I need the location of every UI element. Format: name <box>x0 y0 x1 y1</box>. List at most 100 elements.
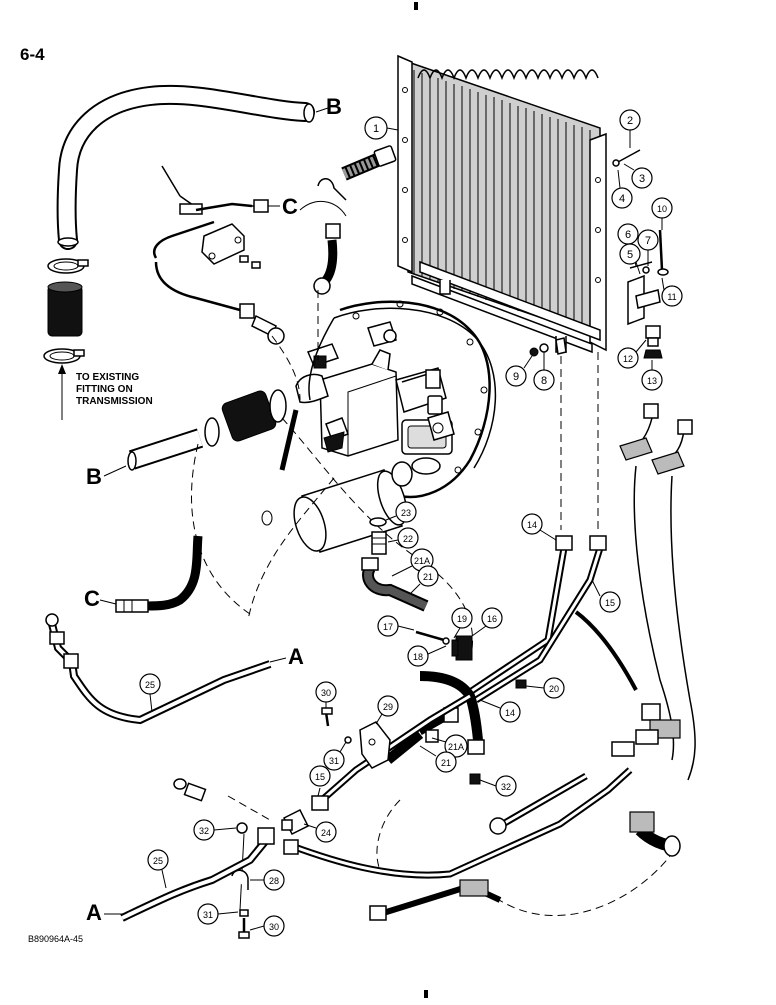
svg-text:4: 4 <box>619 193 625 205</box>
callout-21-lower: 21 <box>419 745 457 773</box>
svg-text:7: 7 <box>645 235 651 247</box>
tube-15-upper <box>474 535 607 703</box>
tube-25-upper <box>45 613 272 725</box>
svg-text:15: 15 <box>315 772 325 782</box>
callout-21: 21 <box>409 565 439 595</box>
fitting-32-right <box>469 773 481 785</box>
callout-19: 19 <box>451 607 473 639</box>
svg-text:TO EXISTING: TO EXISTING <box>76 372 139 383</box>
callout-25-upper: 25 <box>139 673 161 713</box>
svg-text:19: 19 <box>457 614 467 624</box>
svg-text:FITTING ON: FITTING ON <box>76 384 133 395</box>
callout-1: 1 <box>364 116 399 140</box>
svg-text:12: 12 <box>623 354 633 364</box>
hose-clamp-upper <box>47 258 89 274</box>
callout-20: 20 <box>525 677 565 699</box>
callout-15-upper: 15 <box>591 579 621 613</box>
callout-28: 28 <box>250 869 285 891</box>
callout-23: 23 <box>385 501 417 523</box>
hose-sleeve <box>47 281 83 337</box>
svg-text:15: 15 <box>605 598 615 608</box>
registration-mark-top <box>414 2 418 10</box>
hose-clamp-lower <box>43 348 85 364</box>
svg-text:B: B <box>86 464 102 489</box>
svg-text:A: A <box>288 644 304 669</box>
o-ring-23 <box>369 517 387 527</box>
callout-32-lower: 32 <box>193 819 237 841</box>
svg-text:A: A <box>86 900 102 925</box>
svg-text:17: 17 <box>383 622 393 632</box>
svg-text:29: 29 <box>383 702 393 712</box>
svg-text:21: 21 <box>441 758 451 768</box>
callout-30-lower: 30 <box>249 915 285 937</box>
connection-c-top: C <box>268 194 298 219</box>
svg-text:C: C <box>282 194 298 219</box>
callout-25-lower: 25 <box>147 849 169 889</box>
curve-hose-right <box>574 610 638 691</box>
bolt-30-lower <box>238 918 250 939</box>
fastener-20 <box>515 679 527 689</box>
callout-14-upper: 14 <box>521 513 557 541</box>
svg-text:21A: 21A <box>448 742 464 752</box>
svg-text:32: 32 <box>199 826 209 836</box>
nut-washer-8-9 <box>529 337 567 357</box>
callout-32-right: 32 <box>479 775 517 797</box>
callout-2: 2 <box>619 109 641 148</box>
svg-text:24: 24 <box>321 828 331 838</box>
svg-text:9: 9 <box>513 371 519 383</box>
callout-21a-lower: 21A <box>431 734 468 758</box>
oil-cooler-assembly <box>397 54 607 354</box>
svg-text:21A: 21A <box>414 556 430 566</box>
hose-b-upper <box>56 84 315 250</box>
elbow-fitting-lower-left <box>173 778 207 802</box>
fitting-cluster-right <box>611 703 681 757</box>
callout-22: 22 <box>387 527 419 549</box>
svg-text:31: 31 <box>203 910 213 920</box>
transmission-note: TO EXISTING FITTING ON TRANSMISSION <box>58 364 153 420</box>
callout-16: 16 <box>471 607 503 637</box>
svg-text:18: 18 <box>413 652 423 662</box>
callout-15-lower: 15 <box>309 765 331 797</box>
page-number: 6-4 <box>20 45 45 64</box>
cooler-fins <box>413 70 591 335</box>
callout-10: 10 <box>651 197 673 230</box>
svg-text:20: 20 <box>549 684 559 694</box>
callout-24: 24 <box>303 821 337 843</box>
figure-code: B890964A-45 <box>28 934 83 944</box>
svg-text:2: 2 <box>627 115 633 127</box>
callout-9: 9 <box>505 355 533 387</box>
svg-text:14: 14 <box>527 520 537 530</box>
svg-text:23: 23 <box>401 508 411 518</box>
clamp-b-lower <box>204 389 287 447</box>
clamp-16 <box>451 635 473 661</box>
tube-25-lower <box>120 827 275 922</box>
connection-a-upper: A <box>269 644 304 669</box>
svg-text:5: 5 <box>627 249 633 261</box>
callout-11: 11 <box>661 277 683 307</box>
svg-text:B: B <box>326 94 342 119</box>
callout-5: 5 <box>619 243 641 275</box>
connection-c-left: C <box>84 586 117 611</box>
callout-3: 3 <box>623 163 653 189</box>
svg-text:21: 21 <box>423 572 433 582</box>
bolt-17 <box>415 630 450 645</box>
svg-text:3: 3 <box>639 173 645 185</box>
tube-14-upper <box>462 535 573 699</box>
connection-a-lower: A <box>86 900 122 925</box>
bolt-2 <box>612 149 641 167</box>
elbow-21 <box>361 557 429 612</box>
callout-31-upper: 31 <box>323 741 347 771</box>
svg-text:6: 6 <box>625 229 631 241</box>
hose-lower-long <box>369 811 681 921</box>
svg-text:TRANSMISSION: TRANSMISSION <box>76 396 153 407</box>
long-tube-lower <box>283 767 633 879</box>
svg-text:13: 13 <box>647 376 657 386</box>
washer-32-lower <box>236 822 248 834</box>
svg-text:28: 28 <box>269 876 279 886</box>
fitting-12 <box>643 325 663 359</box>
svg-text:11: 11 <box>667 292 676 302</box>
bracket-29 <box>359 721 391 769</box>
washer-31-lower <box>239 909 249 917</box>
hose-fitting-top <box>341 145 397 181</box>
